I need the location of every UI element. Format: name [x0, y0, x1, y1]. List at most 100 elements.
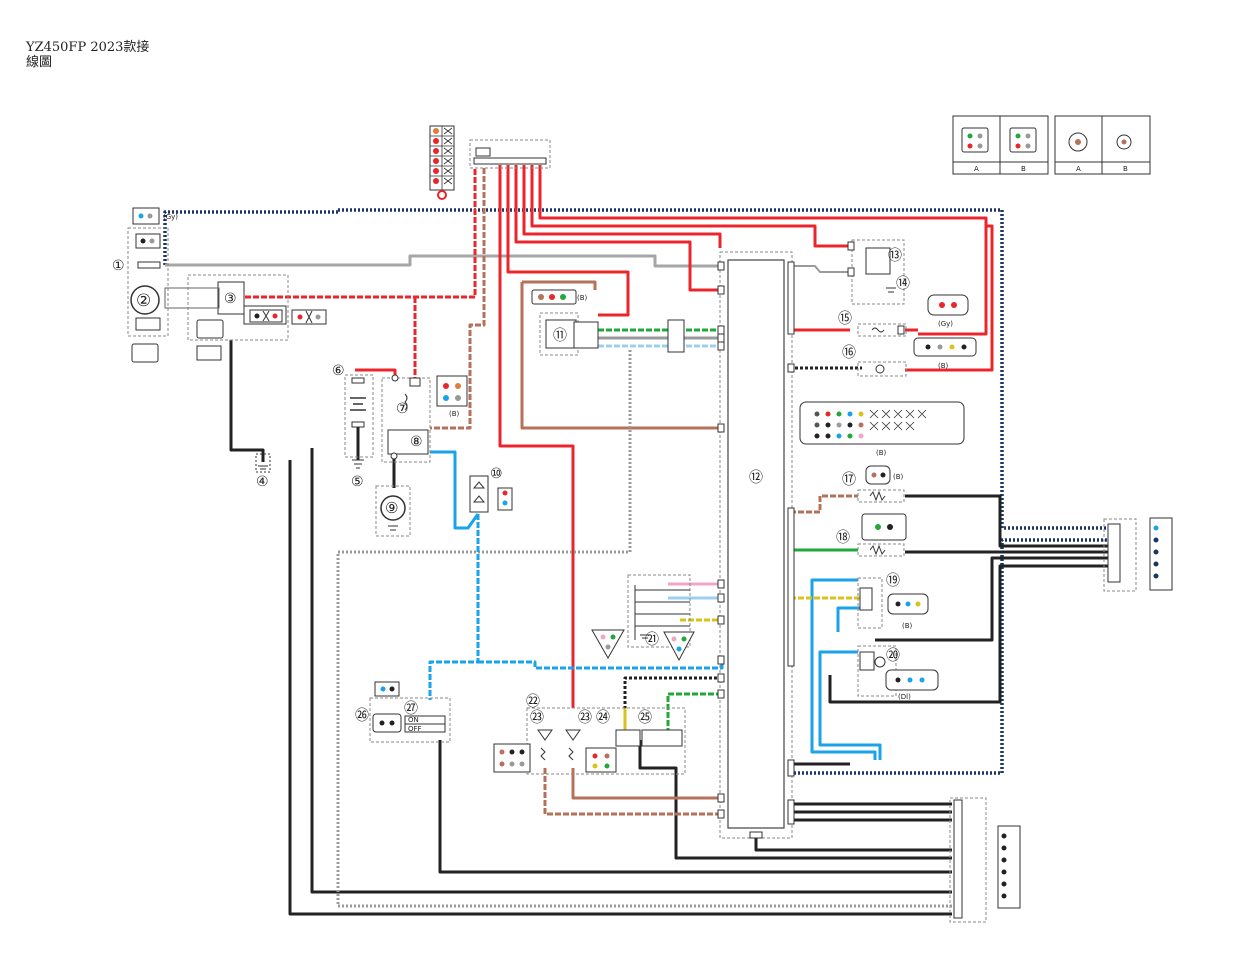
fuel-pump — [857, 361, 907, 377]
connector-legend — [952, 115, 1151, 175]
label-2: ② — [136, 291, 151, 311]
wire-red-6 — [498, 165, 575, 708]
label-27: ㉗ — [404, 701, 418, 717]
wire-black-6 — [438, 740, 952, 874]
wire-red-9 — [905, 224, 994, 372]
top-main-connector — [469, 139, 551, 169]
fuel-injector — [857, 323, 907, 337]
tag-b-4: (B) — [876, 449, 887, 457]
ecu-right-connectors — [749, 261, 795, 839]
document-title: YZ450FP 2023款接 線圖 — [26, 40, 149, 70]
starter-motor — [375, 485, 411, 537]
tag-dl: (Dl) — [898, 693, 911, 701]
legend-a-1: A — [974, 165, 979, 173]
wire-red-1 — [538, 165, 988, 336]
label-17: ⑰ — [842, 472, 856, 488]
label-12: ⑫ — [749, 470, 763, 486]
legend-a-2: A — [1076, 165, 1081, 173]
wire-black-1 — [229, 340, 265, 462]
label-22: ㉒ — [526, 694, 540, 710]
legend-b-2: B — [1123, 165, 1128, 173]
mode-switch — [591, 574, 695, 662]
diode-unit — [469, 475, 513, 513]
wire-blue-2 — [428, 514, 480, 700]
wire-brown-dash-1 — [430, 168, 486, 430]
label-6: ⑥ — [332, 363, 345, 379]
label-3: ③ — [224, 291, 237, 307]
title-line2: 線圖 — [26, 55, 53, 70]
coupler-red-gray-grid — [429, 125, 455, 200]
wire-black-blue-lower — [790, 538, 1108, 775]
tag-b-3: (B) — [938, 362, 949, 370]
label-23a: ㉓ — [530, 710, 544, 726]
wire-brown-5 — [790, 494, 858, 514]
wire-red-4 — [514, 165, 722, 292]
coupler-black-red — [249, 309, 283, 323]
relay-regulator-group — [381, 374, 431, 463]
label-26: ㉖ — [355, 708, 369, 724]
connector-tag-labels: (Gy) (B) (B) (Gy) (B) (B) (B) (B) (Dl) O… — [163, 165, 1128, 733]
wire-brown-2 — [522, 280, 597, 290]
wire-black-blue-top — [163, 208, 1108, 530]
label-14: ⑭ — [896, 276, 910, 292]
coupler-4pin-b — [436, 375, 468, 407]
ground-symbols — [255, 453, 271, 473]
legend-b-1: B — [1021, 165, 1026, 173]
tag-b-6: (B) — [902, 622, 913, 630]
wire-blue-1 — [430, 450, 480, 530]
label-25: ㉕ — [638, 710, 652, 726]
coupler-gy-2pin — [927, 294, 969, 316]
wire-brown-1 — [520, 282, 722, 430]
coupler-b-4pin — [913, 337, 977, 357]
coupler-3pin-top — [531, 289, 577, 305]
crank-sensor-group — [127, 207, 169, 363]
switch-on: ON — [408, 716, 419, 724]
ecu-coupler — [799, 401, 965, 445]
label-15: ⑮ — [838, 311, 852, 327]
coupler-red-black-2 — [291, 309, 327, 325]
throttle-sensor — [539, 312, 685, 356]
label-4: ④ — [256, 474, 269, 490]
wire-blue-5 — [818, 650, 882, 760]
wire-green-3 — [666, 692, 722, 732]
ecu-unit — [717, 251, 795, 839]
label-5: ⑤ — [351, 474, 364, 490]
wire-black-14 — [875, 556, 1108, 642]
label-20: ⑳ — [886, 648, 900, 664]
wire-black-white-1 — [623, 676, 722, 708]
wire-black-4 — [310, 448, 952, 894]
indicator-cluster — [493, 707, 686, 775]
temp-sensor-17 — [857, 465, 905, 503]
tag-b-5: (B) — [893, 473, 904, 481]
wire-black-7 — [638, 740, 952, 860]
battery-group — [344, 374, 374, 469]
label-13: ⑬ — [888, 248, 902, 264]
wire-blue-3 — [478, 660, 724, 670]
wire-red-black-1 — [245, 168, 477, 299]
wire-blue-4 — [810, 578, 877, 760]
label-10: ⑩ — [490, 466, 503, 482]
wire-black-15 — [828, 564, 1108, 704]
throttle-position-sensor — [857, 577, 929, 629]
label-9: ⑨ — [385, 499, 398, 517]
label-8: ⑧ — [410, 434, 423, 450]
wire-black-5 — [288, 460, 952, 916]
wire-gray-1 — [165, 254, 722, 268]
wire-red-2 — [530, 165, 848, 248]
tag-b-1: (B) — [577, 294, 588, 302]
engine-stop-switch — [369, 681, 451, 743]
temp-sensor-18 — [857, 513, 907, 557]
fuel-pump-relay — [847, 239, 905, 305]
wire-blue-6 — [836, 606, 860, 632]
tag-gy-2: (Gy) — [938, 320, 953, 328]
wire-red-white — [355, 368, 397, 378]
wire-black-12 — [905, 494, 1108, 548]
label-23b: ㉓ — [578, 710, 592, 726]
component-labels: ① ② ③ ④ ⑤ ⑥ ⑦ ⑧ ⑨ ⑩ ⑪ ⑫ ⑬ ⑭ ⑮ ⑯ ⑰ ⑱ ⑲ ⑳ … — [112, 248, 910, 726]
right-joint-connector — [1103, 517, 1173, 592]
label-7: ⑦ — [396, 401, 409, 417]
label-1: ① — [112, 258, 125, 274]
wire-brown-3 — [543, 768, 722, 816]
wire-black-8 — [754, 838, 952, 852]
switch-off: OFF — [408, 725, 422, 733]
